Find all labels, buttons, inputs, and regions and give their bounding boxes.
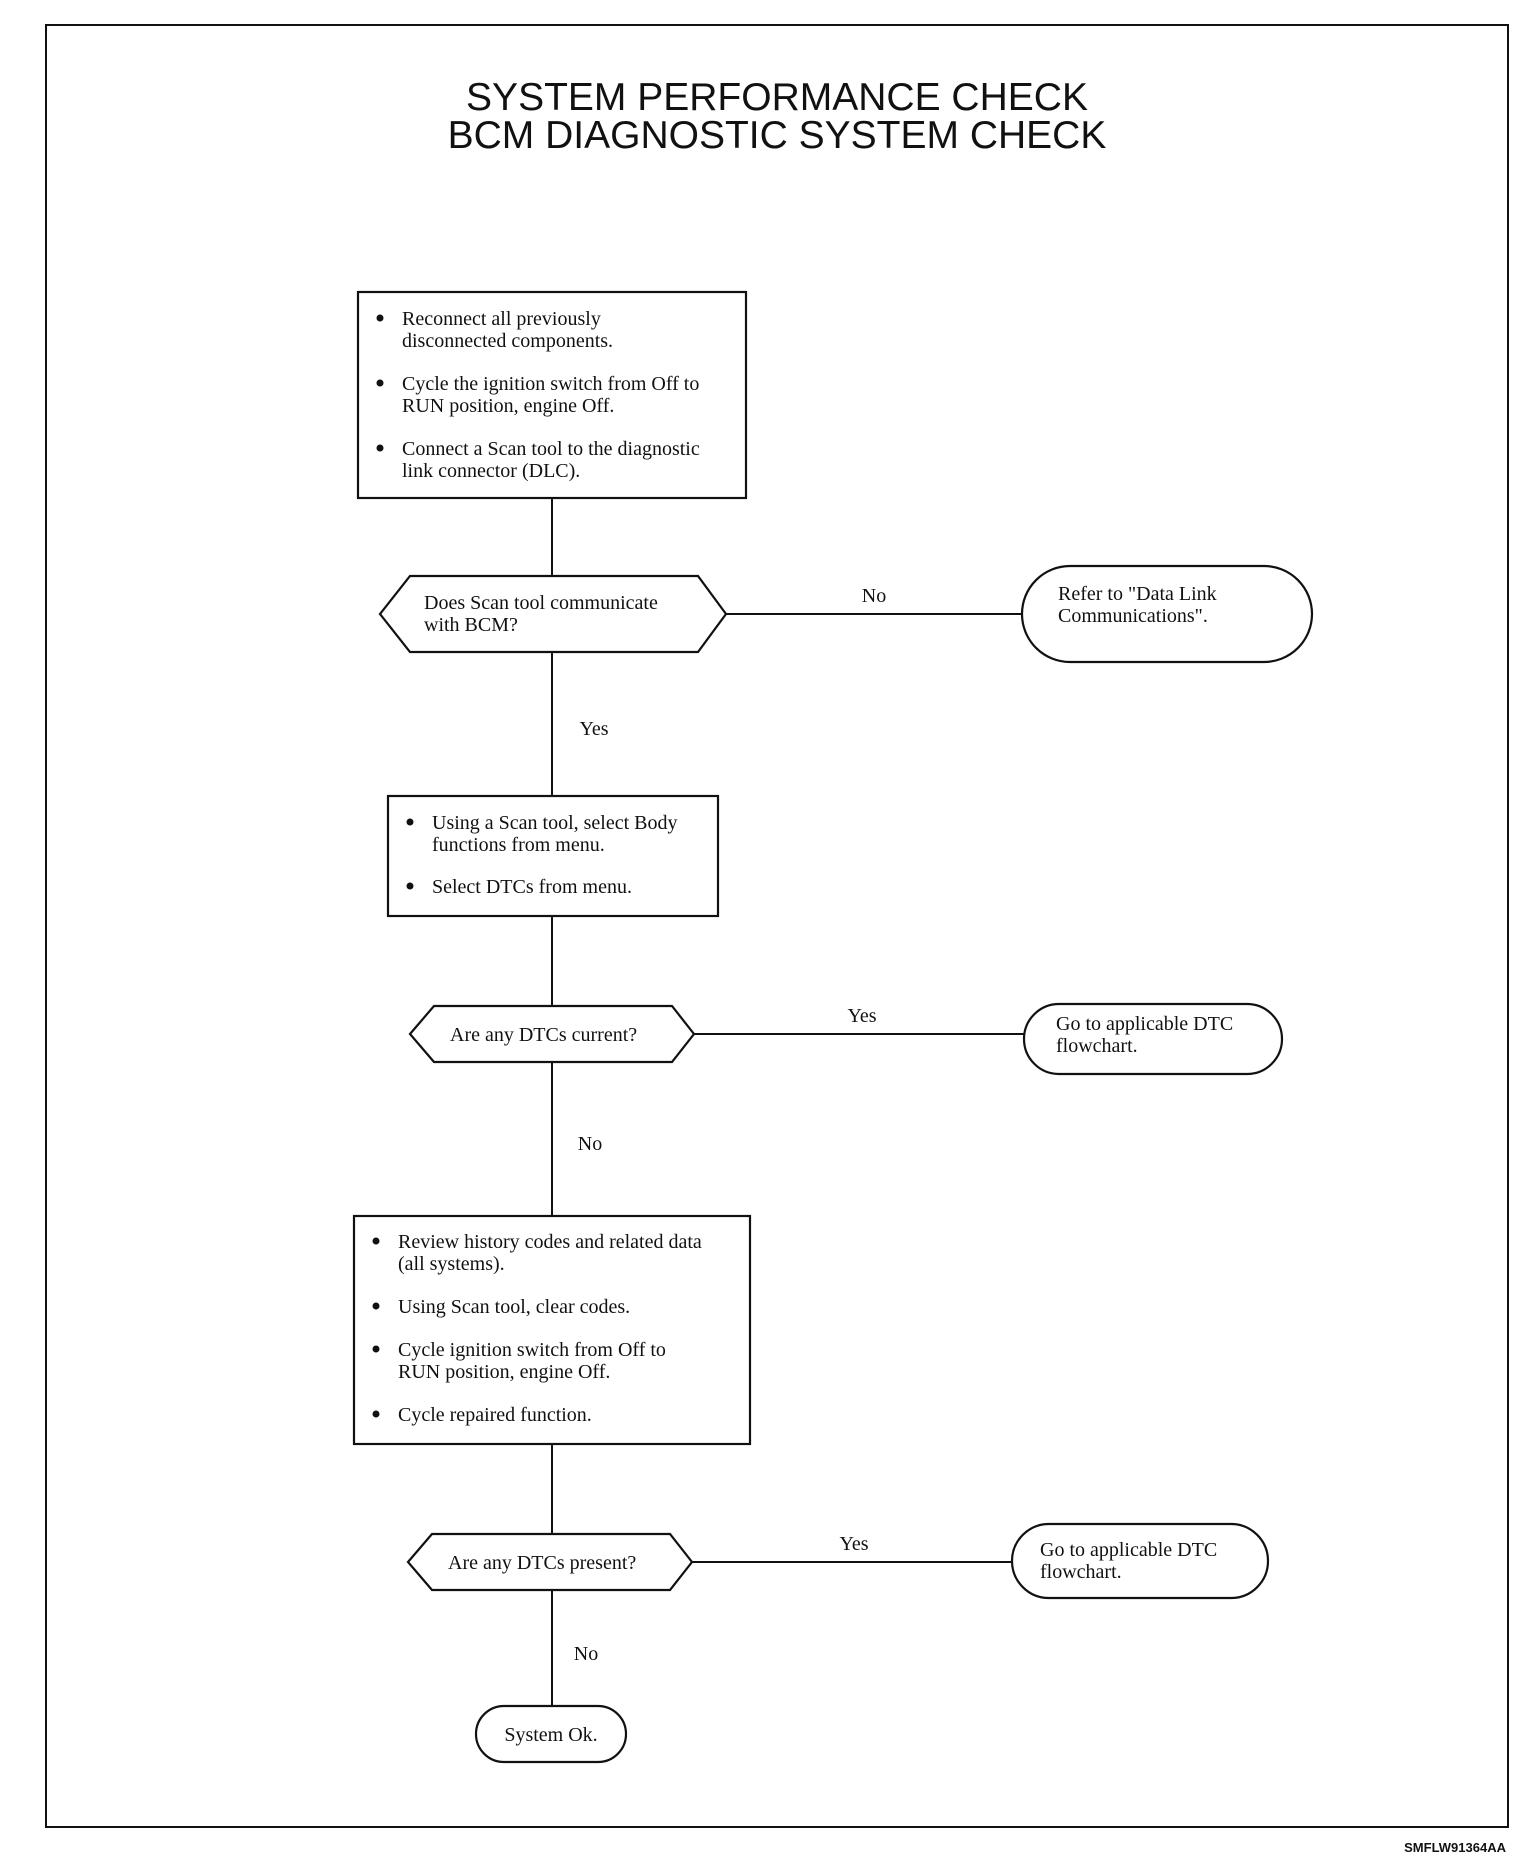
bullet-icon	[372, 1237, 380, 1245]
terminal-t1	[1020, 564, 1314, 664]
bullet-icon	[376, 444, 384, 452]
title-line-1: SYSTEM PERFORMANCE CHECK	[466, 76, 1088, 119]
step3-item4-line1: Cycle repaired function.	[398, 1404, 592, 1426]
step2-item1-line1: Using a Scan tool, select Body	[432, 812, 678, 834]
step1-item2-line1: Cycle the ignition switch from Off to	[402, 373, 699, 395]
step2-item2-line1: Select DTCs from menu.	[432, 876, 632, 898]
step3-item2-line1: Using Scan tool, clear codes.	[398, 1296, 630, 1318]
step1-item2-line2: RUN position, engine Off.	[402, 395, 614, 417]
title-line-2: BCM DIAGNOSTIC SYSTEM CHECK	[448, 114, 1107, 157]
bullet-icon	[372, 1410, 380, 1418]
decision-d3	[406, 1532, 694, 1592]
t2-line2: flowchart.	[1056, 1035, 1138, 1057]
step3-item1-line2: (all systems).	[398, 1253, 505, 1275]
d2-yes-label: Yes	[847, 1005, 876, 1027]
step3-item3-line2: RUN position, engine Off.	[398, 1361, 610, 1383]
step1-item3-line2: link connector (DLC).	[402, 460, 580, 482]
page-frame	[45, 24, 1509, 1828]
bullet-icon	[372, 1302, 380, 1310]
d3-no-label: No	[574, 1643, 598, 1665]
terminal-t3	[1010, 1522, 1270, 1600]
bullet-icon	[406, 818, 414, 826]
process-box-1	[356, 290, 748, 500]
t1-line2: Communications".	[1058, 605, 1208, 627]
d1-line1: Does Scan tool communicate	[424, 592, 658, 614]
terminal-t2	[1022, 1002, 1284, 1076]
step1-item3-line1: Connect a Scan tool to the diagnostic	[402, 438, 700, 460]
step1-item1-line2: disconnected components.	[402, 330, 613, 352]
step3-item3-line1: Cycle ignition switch from Off to	[398, 1339, 666, 1361]
bullet-icon	[376, 314, 384, 322]
decision-d2	[408, 1004, 696, 1064]
d3-line1: Are any DTCs present?	[448, 1552, 636, 1574]
bullet-icon	[406, 882, 414, 890]
process-box-3	[352, 1214, 752, 1446]
t3-line1: Go to applicable DTC	[1040, 1539, 1217, 1561]
figure-code: SMFLW91364AA	[1404, 1840, 1506, 1855]
d2-no-label: No	[578, 1133, 602, 1155]
d2-line1: Are any DTCs current?	[450, 1024, 637, 1046]
decision-d1	[378, 574, 728, 654]
step1-item1-line1: Reconnect all previously	[402, 308, 601, 330]
step3-item1-line1: Review history codes and related data	[398, 1231, 702, 1253]
d1-yes-label: Yes	[579, 718, 608, 740]
step2-item1-line2: functions from menu.	[432, 834, 605, 856]
d3-yes-label: Yes	[839, 1533, 868, 1555]
t2-line1: Go to applicable DTC	[1056, 1013, 1233, 1035]
d1-line2: with BCM?	[424, 614, 518, 636]
bullet-icon	[376, 379, 384, 387]
t3-line2: flowchart.	[1040, 1561, 1122, 1583]
d1-no-label: No	[862, 585, 886, 607]
process-box-2	[386, 794, 720, 918]
terminal-end	[474, 1704, 628, 1764]
bullet-icon	[372, 1345, 380, 1353]
t1-line1: Refer to "Data Link	[1058, 583, 1217, 605]
end-label: System Ok.	[504, 1724, 597, 1746]
